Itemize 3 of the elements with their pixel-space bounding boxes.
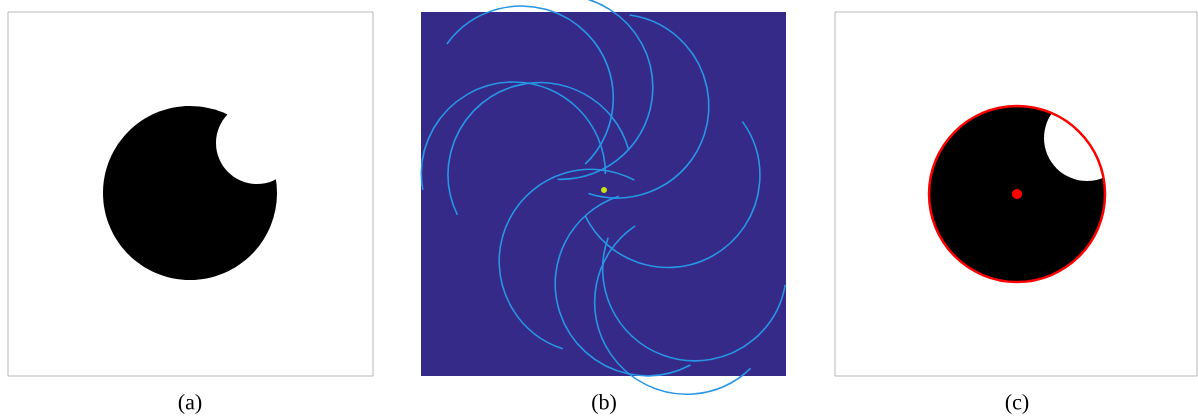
panel-label: (c) <box>1005 394 1029 414</box>
panel-label: (b) <box>592 394 616 414</box>
panel-label: (a) <box>178 394 202 414</box>
